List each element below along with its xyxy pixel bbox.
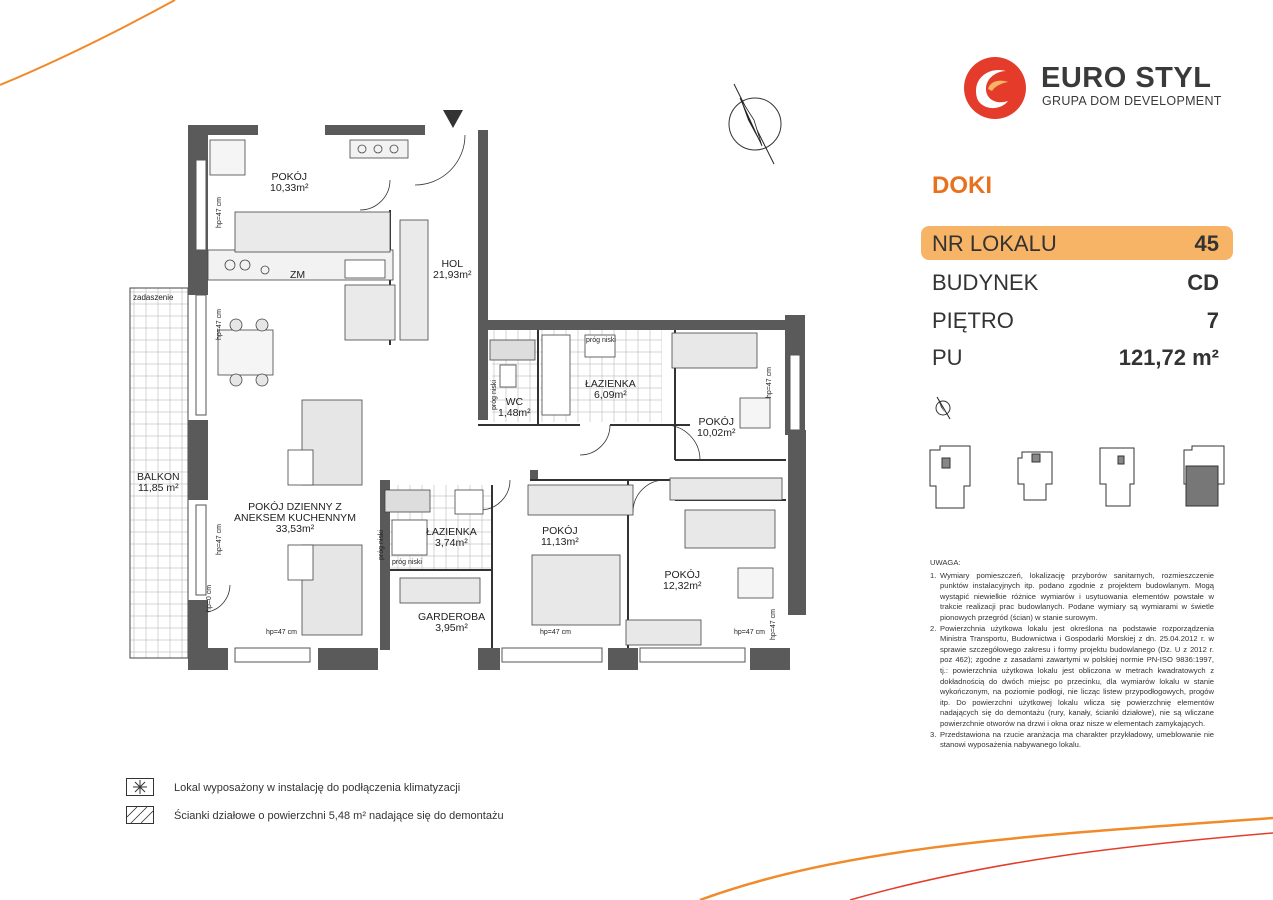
room-name: HOL	[441, 258, 464, 270]
room-area: 3,74m²	[435, 537, 468, 549]
small-compass-icon	[935, 396, 951, 420]
room-name: POKÓJ	[664, 569, 701, 581]
note-item: 3.Przedstawiona na rzucie aranżacja ma c…	[930, 729, 1214, 750]
legend-text: Lokal wyposażony w instalację do podłącz…	[174, 782, 461, 794]
key-plan-1	[929, 445, 971, 509]
room-lazienka2: ŁAZIENKA 3,74m²	[426, 527, 477, 549]
info-value: 121,72 m²	[1118, 345, 1219, 370]
balcony-floor	[129, 287, 189, 659]
brand-subtitle: GRUPA DOM DEVELOPMENT	[1042, 94, 1222, 108]
sill-height-label: hp=47 cm	[734, 629, 765, 636]
room-area: 1,48m²	[498, 407, 531, 419]
room-pokoj3: POKÓJ 11,13m²	[541, 526, 579, 548]
note-item: 2.Powierzchnia użytkowa lokalu jest okre…	[930, 623, 1214, 728]
room-pokoj1: POKÓJ 10,33m²	[270, 172, 309, 194]
info-row-budynek: BUDYNEK CD	[921, 265, 1233, 299]
project-name: DOKI	[932, 172, 992, 199]
entrance-marker	[443, 110, 463, 128]
note-text: Przedstawiona na rzucie aranżacja ma cha…	[940, 729, 1214, 750]
room-name: POKÓJ	[542, 525, 578, 537]
info-row-pietro: PIĘTRO 7	[921, 303, 1233, 337]
euro-styl-logo-icon	[964, 57, 1026, 119]
info-label: BUDYNEK	[932, 270, 1039, 295]
info-label: PU	[932, 345, 963, 370]
room-balkon: BALKON 11,85 m²	[137, 472, 180, 494]
room-name: WC	[505, 396, 524, 408]
room-area: 10,02m²	[697, 427, 736, 439]
sill-height-label: hp=47 cm	[216, 309, 223, 340]
room-name: BALKON	[137, 471, 180, 483]
room-name: POKÓJ	[271, 171, 308, 183]
zadaszenie-label: zadaszenie	[133, 293, 174, 302]
sill-height-label: hp=47 cm	[770, 609, 777, 640]
legend-text: Ścianki działowe o powierzchni 5,48 m² n…	[174, 810, 504, 822]
floor-plan	[129, 110, 806, 670]
room-area: 10,33m²	[270, 182, 309, 194]
room-name: POKÓJ	[698, 416, 735, 428]
room-zm: ZM	[290, 269, 306, 281]
brand-name: EURO STYL	[1041, 62, 1212, 94]
info-label: NR LOKALU	[932, 231, 1057, 256]
room-pokoj-dzienny: POKÓJ DZIENNY Z ANEKSEM KUCHENNYM 33,53m…	[234, 502, 356, 535]
info-value: CD	[1187, 270, 1219, 295]
room-name-line2: ANEKSEM KUCHENNYM	[234, 512, 356, 524]
room-area: 11,13m²	[541, 536, 579, 548]
sill-height-label: hp=47 cm	[216, 524, 223, 555]
room-pokoj2: POKÓJ 10,02m²	[697, 417, 736, 439]
room-area: 12,32m²	[663, 580, 702, 592]
key-plan-4	[1183, 445, 1225, 507]
info-label: PIĘTRO	[932, 308, 1014, 333]
room-area: 3,95m²	[435, 622, 468, 634]
info-row-pu: PU 121,72 m²	[921, 340, 1233, 374]
room-name: ŁAZIENKA	[585, 378, 636, 390]
room-area: 11,85 m²	[137, 482, 179, 494]
threshold-label: próg niski	[378, 530, 385, 560]
threshold-label: próg niski	[586, 337, 616, 344]
info-row-nr-lokalu: NR LOKALU 45	[921, 226, 1233, 260]
note-text: Wymiary pomieszczeń, lokalizację przybor…	[940, 570, 1214, 622]
room-name-line1: POKÓJ DZIENNY Z	[248, 501, 342, 513]
info-value: 7	[1206, 308, 1219, 333]
info-value: 45	[1194, 231, 1219, 256]
building-key-plans	[929, 445, 1225, 509]
note-text: Powierzchnia użytkowa lokalu jest określ…	[940, 623, 1214, 728]
room-name: GARDEROBA	[418, 611, 486, 623]
room-area: 33,53m²	[275, 523, 315, 535]
sill-height-label: hp=47 cm	[216, 197, 223, 228]
sill-height-label: hp=0 cm	[206, 584, 213, 612]
room-area: 6,09m²	[594, 389, 627, 401]
sill-height-label: hp=47 cm	[766, 367, 773, 398]
note-item: 1.Wymiary pomieszczeń, lokalizację przyb…	[930, 570, 1214, 622]
room-wc: WC 1,48m²	[498, 397, 531, 419]
air-conditioning-icon	[126, 778, 154, 796]
threshold-label: próg niski	[491, 380, 498, 410]
notes-title: UWAGA:	[930, 558, 961, 567]
room-lazienka1: ŁAZIENKA 6,09m²	[585, 379, 636, 401]
room-garderoba: GARDEROBA 3,95m²	[418, 612, 485, 634]
room-hol: HOL 21,93m²	[433, 259, 472, 281]
room-name: ŁAZIENKA	[426, 526, 477, 538]
notes: UWAGA: 1.Wymiary pomieszczeń, lokalizacj…	[930, 558, 1214, 751]
sill-height-label: hp=47 cm	[266, 629, 297, 636]
key-plan-3	[1099, 447, 1135, 507]
room-pokoj4: POKÓJ 12,32m²	[663, 570, 702, 592]
hatch-icon	[126, 806, 154, 824]
compass-icon	[728, 83, 782, 165]
room-area: 21,93m²	[433, 269, 472, 281]
key-plan-2	[1017, 451, 1053, 501]
sill-height-label: hp=47 cm	[540, 629, 571, 636]
threshold-label: próg niski	[392, 559, 422, 566]
